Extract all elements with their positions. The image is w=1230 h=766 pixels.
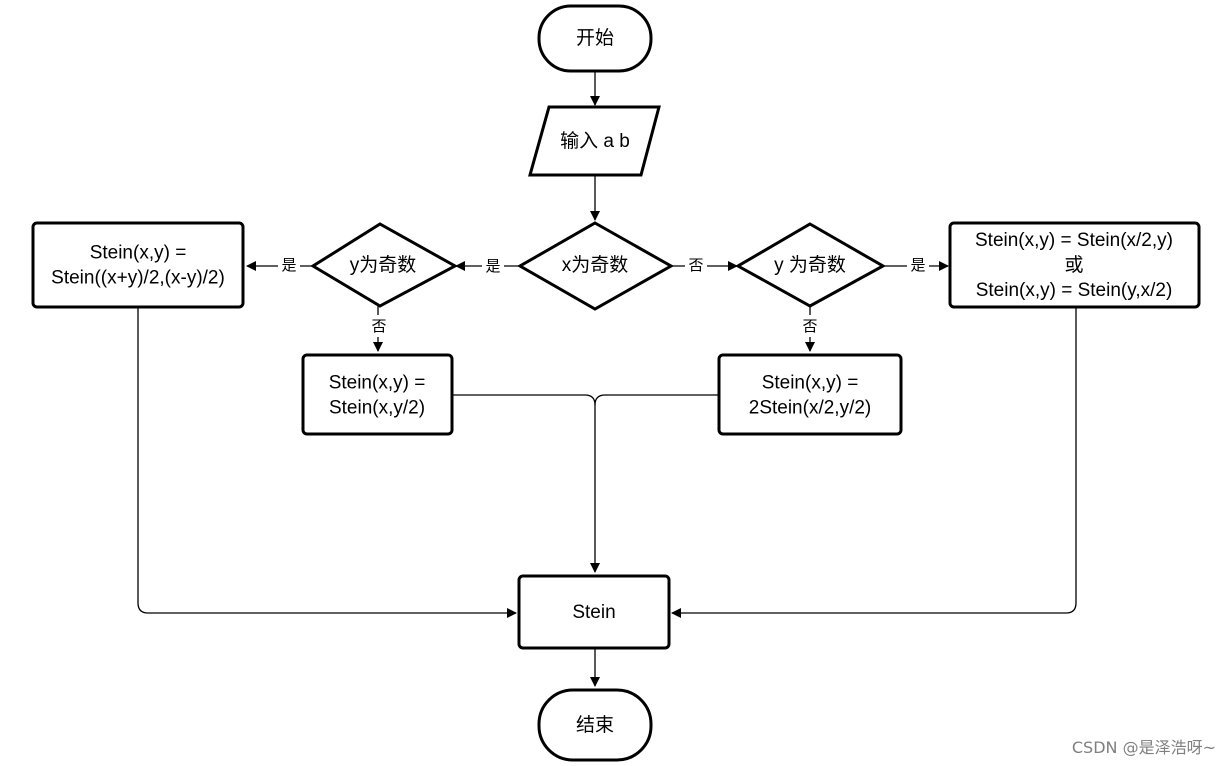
node-both-even: Stein(x,y) = 2Stein(x/2,y/2): [717, 353, 903, 436]
node-y-odd-left-decision: y为奇数: [310, 222, 459, 308]
node-text: Stein: [572, 602, 615, 623]
node-text-line: 或: [1064, 254, 1083, 276]
node-y-odd-right-decision: y 为奇数: [734, 222, 887, 308]
node-text-line: Stein(x,y) = Stein(x/2,y): [975, 230, 1173, 251]
node-text-line: Stein(x,y) =: [90, 243, 187, 264]
label-right-no: 否: [799, 315, 821, 337]
node-text-line: Stein(x,y/2): [329, 398, 425, 419]
edge-mid-left-to-stein: [453, 394, 600, 573]
node-text: Stein(x,y) = Stein((x+y)/2,(x-y)/2): [51, 243, 225, 289]
svg-text:否: 否: [802, 317, 817, 335]
svg-text:是: 是: [910, 256, 925, 274]
node-start: 开始: [537, 4, 653, 73]
edge-mid-right-to-stein: [594, 394, 719, 406]
watermark: CSDN @是泽浩呀~: [1071, 738, 1216, 757]
node-text: y为奇数: [350, 254, 417, 276]
node-text-line: Stein(x,y) = Stein(y,x/2): [976, 280, 1173, 301]
node-both-odd: Stein(x,y) = Stein((x+y)/2,(x-y)/2): [31, 221, 245, 309]
edge-far-left-to-stein: [137, 307, 517, 618]
node-end: 结束: [537, 688, 653, 762]
edge-far-right-to-stein: [671, 307, 1077, 618]
node-text: x为奇数: [562, 254, 629, 276]
svg-text:否: 否: [371, 317, 386, 335]
node-text-line: 2Stein(x/2,y/2): [749, 398, 872, 419]
node-x-even-y-odd: Stein(x,y) = Stein(x/2,y) 或 Stein(x,y) = S…: [948, 221, 1201, 309]
node-text: 结束: [576, 714, 614, 736]
label-left-yes: 是: [278, 254, 300, 276]
node-x-odd-decision: x为奇数: [516, 221, 675, 311]
label-x-yes: 是: [482, 255, 504, 277]
node-text: Stein(x,y) = 2Stein(x/2,y/2): [749, 373, 872, 419]
node-text-line: Stein(x,y) =: [762, 373, 859, 394]
node-text: y 为奇数: [774, 254, 846, 276]
node-text-line: Stein((x+y)/2,(x-y)/2): [51, 268, 225, 289]
node-text: 输入 a b: [560, 130, 630, 152]
node-text-line: Stein(x,y) =: [329, 373, 426, 394]
svg-text:是: 是: [281, 256, 296, 274]
node-text: Stein(x,y) = Stein(x/2,y) 或 Stein(x,y) = S…: [975, 230, 1173, 301]
node-text: 开始: [576, 27, 614, 49]
label-x-no: 否: [685, 254, 707, 276]
node-x-odd-y-even: Stein(x,y) = Stein(x,y/2): [301, 353, 454, 436]
svg-text:否: 否: [688, 256, 703, 274]
node-stein: Stein: [517, 574, 671, 650]
label-left-no: 否: [368, 315, 390, 337]
node-text: Stein(x,y) = Stein(x,y/2): [329, 373, 426, 419]
node-input: 输入 a b: [528, 105, 661, 177]
svg-text:是: 是: [485, 257, 500, 275]
label-right-yes: 是: [907, 254, 929, 276]
